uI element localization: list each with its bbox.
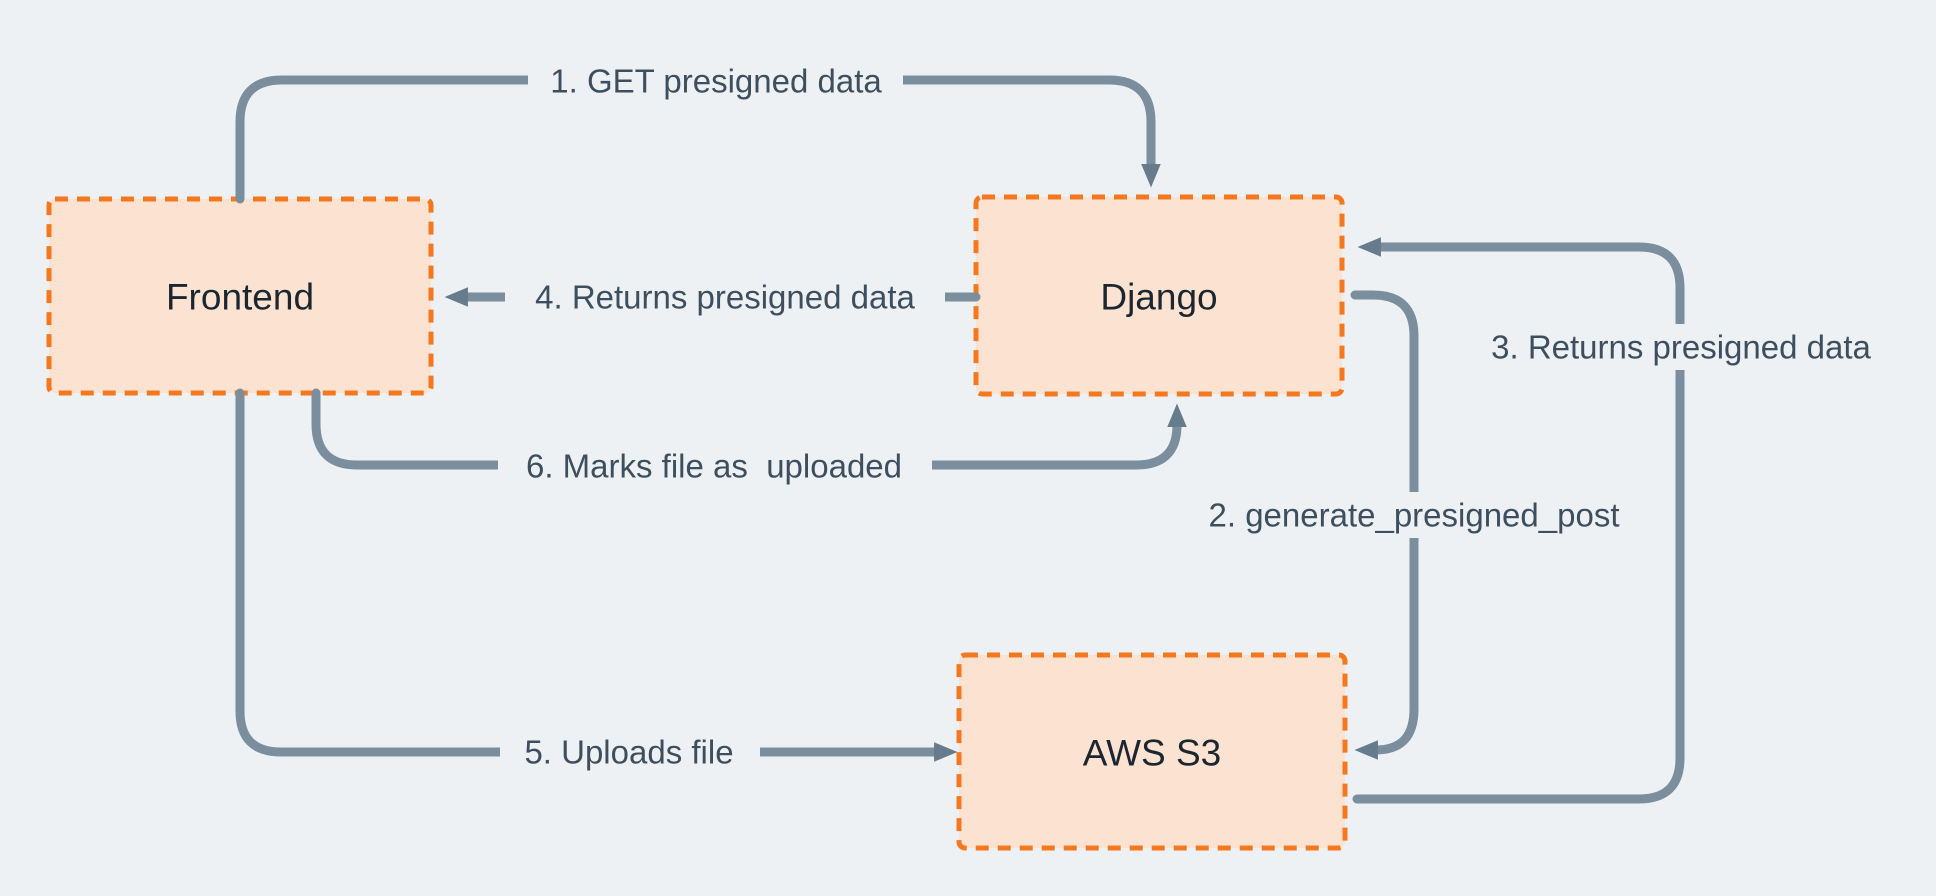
edge-5-label: 5. Uploads file (524, 734, 733, 771)
edge-2-label: 2. generate_presigned_post (1209, 497, 1620, 534)
edge-1-label: 1. GET presigned data (550, 63, 882, 100)
edge-3-aws-to-django-path (1352, 237, 1685, 804)
edge-2-label-gap (1185, 492, 1648, 538)
node-django-label: Django (1100, 277, 1217, 318)
node-aws-s3 (956, 652, 1348, 851)
edge-2-django-to-aws-path (1350, 290, 1419, 760)
edge-1-label-gap (528, 59, 903, 103)
edge-6-frontend-to-django-path (311, 388, 1187, 470)
edge-6-label: 6. Marks file as uploaded (526, 448, 902, 485)
edge-4-label: 4. Returns presigned data (535, 279, 915, 316)
node-aws-s3-label: AWS S3 (1083, 733, 1221, 774)
edge-6-label-gap (498, 444, 932, 488)
edge-3-label: 3. Returns presigned data (1491, 329, 1871, 366)
edge-5-frontend-to-aws-path (235, 388, 958, 762)
edge-3-label-gap (1468, 324, 1894, 370)
edge-5-label-gap (500, 730, 760, 774)
edge-4-label-gap (505, 275, 945, 319)
node-frontend-label: Frontend (166, 277, 314, 318)
